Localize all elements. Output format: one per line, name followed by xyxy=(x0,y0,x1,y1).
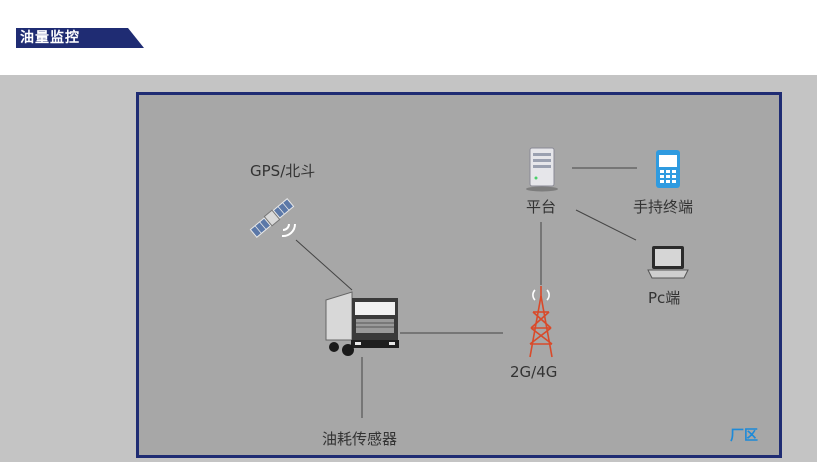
platform-label: 平台 xyxy=(526,198,556,216)
satellite-icon xyxy=(249,198,295,238)
header-bar: 油量监控 xyxy=(0,0,817,75)
link-platform-pc xyxy=(575,209,637,241)
handheld-label: 手持终端 xyxy=(633,198,693,216)
page-title: 油量监控 xyxy=(20,30,80,46)
truck-icon xyxy=(325,291,399,356)
cell-tower-icon xyxy=(529,286,553,358)
gps-label: GPS/北斗 xyxy=(250,162,315,180)
laptop-icon xyxy=(647,246,689,279)
server-icon xyxy=(526,147,558,192)
signal-waves-icon xyxy=(281,223,297,238)
network-label: 2G/4G xyxy=(510,363,557,381)
pc-label: Pc端 xyxy=(648,289,680,307)
link-satellite-truck xyxy=(295,239,353,291)
factory-zone-label: 厂区 xyxy=(730,428,758,444)
title-tab-background xyxy=(16,28,144,48)
sensor-label: 油耗传感器 xyxy=(322,430,397,448)
handheld-phone-icon xyxy=(656,150,680,188)
